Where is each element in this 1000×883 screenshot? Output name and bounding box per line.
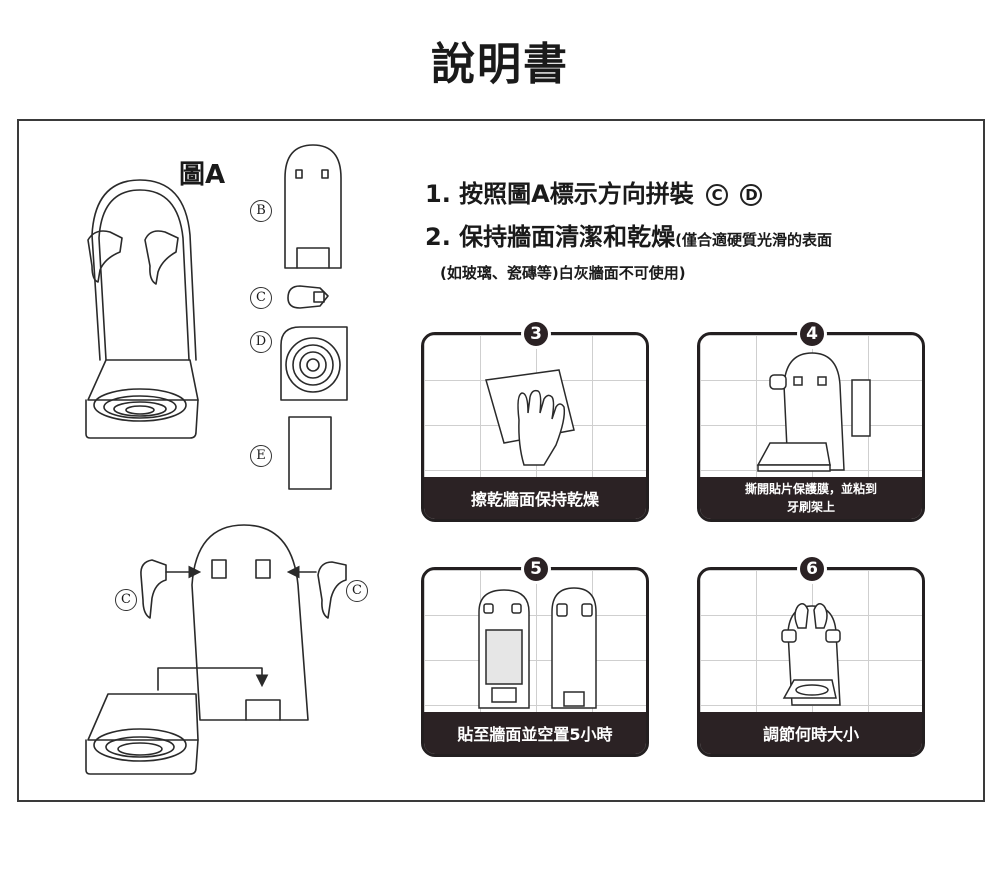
part-d-tray-drawing — [280, 326, 348, 401]
step-3-badge: 3 — [521, 319, 551, 349]
step-6-panel: 調節何時大小 — [697, 567, 925, 757]
mark-d: D — [740, 184, 763, 206]
part-e-pad-drawing — [288, 416, 332, 490]
mark-c: C — [706, 184, 729, 206]
wipe-hand-drawing — [485, 369, 575, 466]
tile-grid — [424, 570, 646, 718]
instruction-note: (如玻璃、瓷磚等)白灰牆面不可使用) — [440, 264, 686, 282]
part-b-backplate-drawing — [284, 144, 342, 269]
assembled-holder-drawing — [85, 179, 199, 439]
part-label-c-right: C — [346, 580, 368, 602]
step-5-panel: 貼至牆面並空置5小時 — [421, 567, 649, 757]
instruction-step-2-text: 2. 保持牆面清潔和乾燥 — [425, 223, 676, 251]
instruction-step-1-text: 1. 按照圖A標示方向拼裝 — [425, 180, 694, 208]
step-4-caption-line-2: 牙刷架上 — [786, 500, 835, 514]
step-3-caption: 擦乾牆面保持乾燥 — [424, 477, 646, 519]
step-4-badge: 4 — [797, 319, 827, 349]
part-label-e: E — [250, 445, 272, 467]
step-4-caption: 撕開貼片保護膜，並粘到 牙刷架上 — [700, 477, 922, 519]
page-title: 說明書 — [431, 39, 569, 90]
instruction-step-2-small: (僅合適硬質光滑的表面 — [675, 231, 833, 249]
step-5-badge: 5 — [521, 554, 551, 584]
step-4-caption-line-1: 撕開貼片保護膜，並粘到 — [744, 482, 877, 496]
adjust-holder-drawing — [781, 603, 841, 706]
part-label-c: C — [250, 287, 272, 309]
mount-wall-drawing — [478, 587, 597, 709]
exploded-view-drawing — [85, 524, 347, 775]
part-label-d: D — [250, 331, 272, 353]
instruction-frame — [17, 119, 985, 802]
step-5-caption: 貼至牆面並空置5小時 — [424, 712, 646, 754]
instruction-step-1: 1. 按照圖A標示方向拼裝 C D — [425, 174, 763, 209]
part-label-c-left: C — [115, 589, 137, 611]
step-6-badge: 6 — [797, 554, 827, 584]
step-3-panel: 擦乾牆面保持乾燥 — [421, 332, 649, 522]
part-label-b: B — [250, 200, 272, 222]
instruction-step-2: 2. 保持牆面清潔和乾燥(僅合適硬質光滑的表面 — [425, 217, 832, 252]
part-c-hook-drawing — [287, 285, 329, 309]
peel-pad-drawing — [756, 352, 871, 472]
step-4-panel: 撕開貼片保護膜，並粘到 牙刷架上 — [697, 332, 925, 522]
figure-a-label: 圖A — [179, 160, 226, 190]
step-6-caption: 調節何時大小 — [700, 712, 922, 754]
